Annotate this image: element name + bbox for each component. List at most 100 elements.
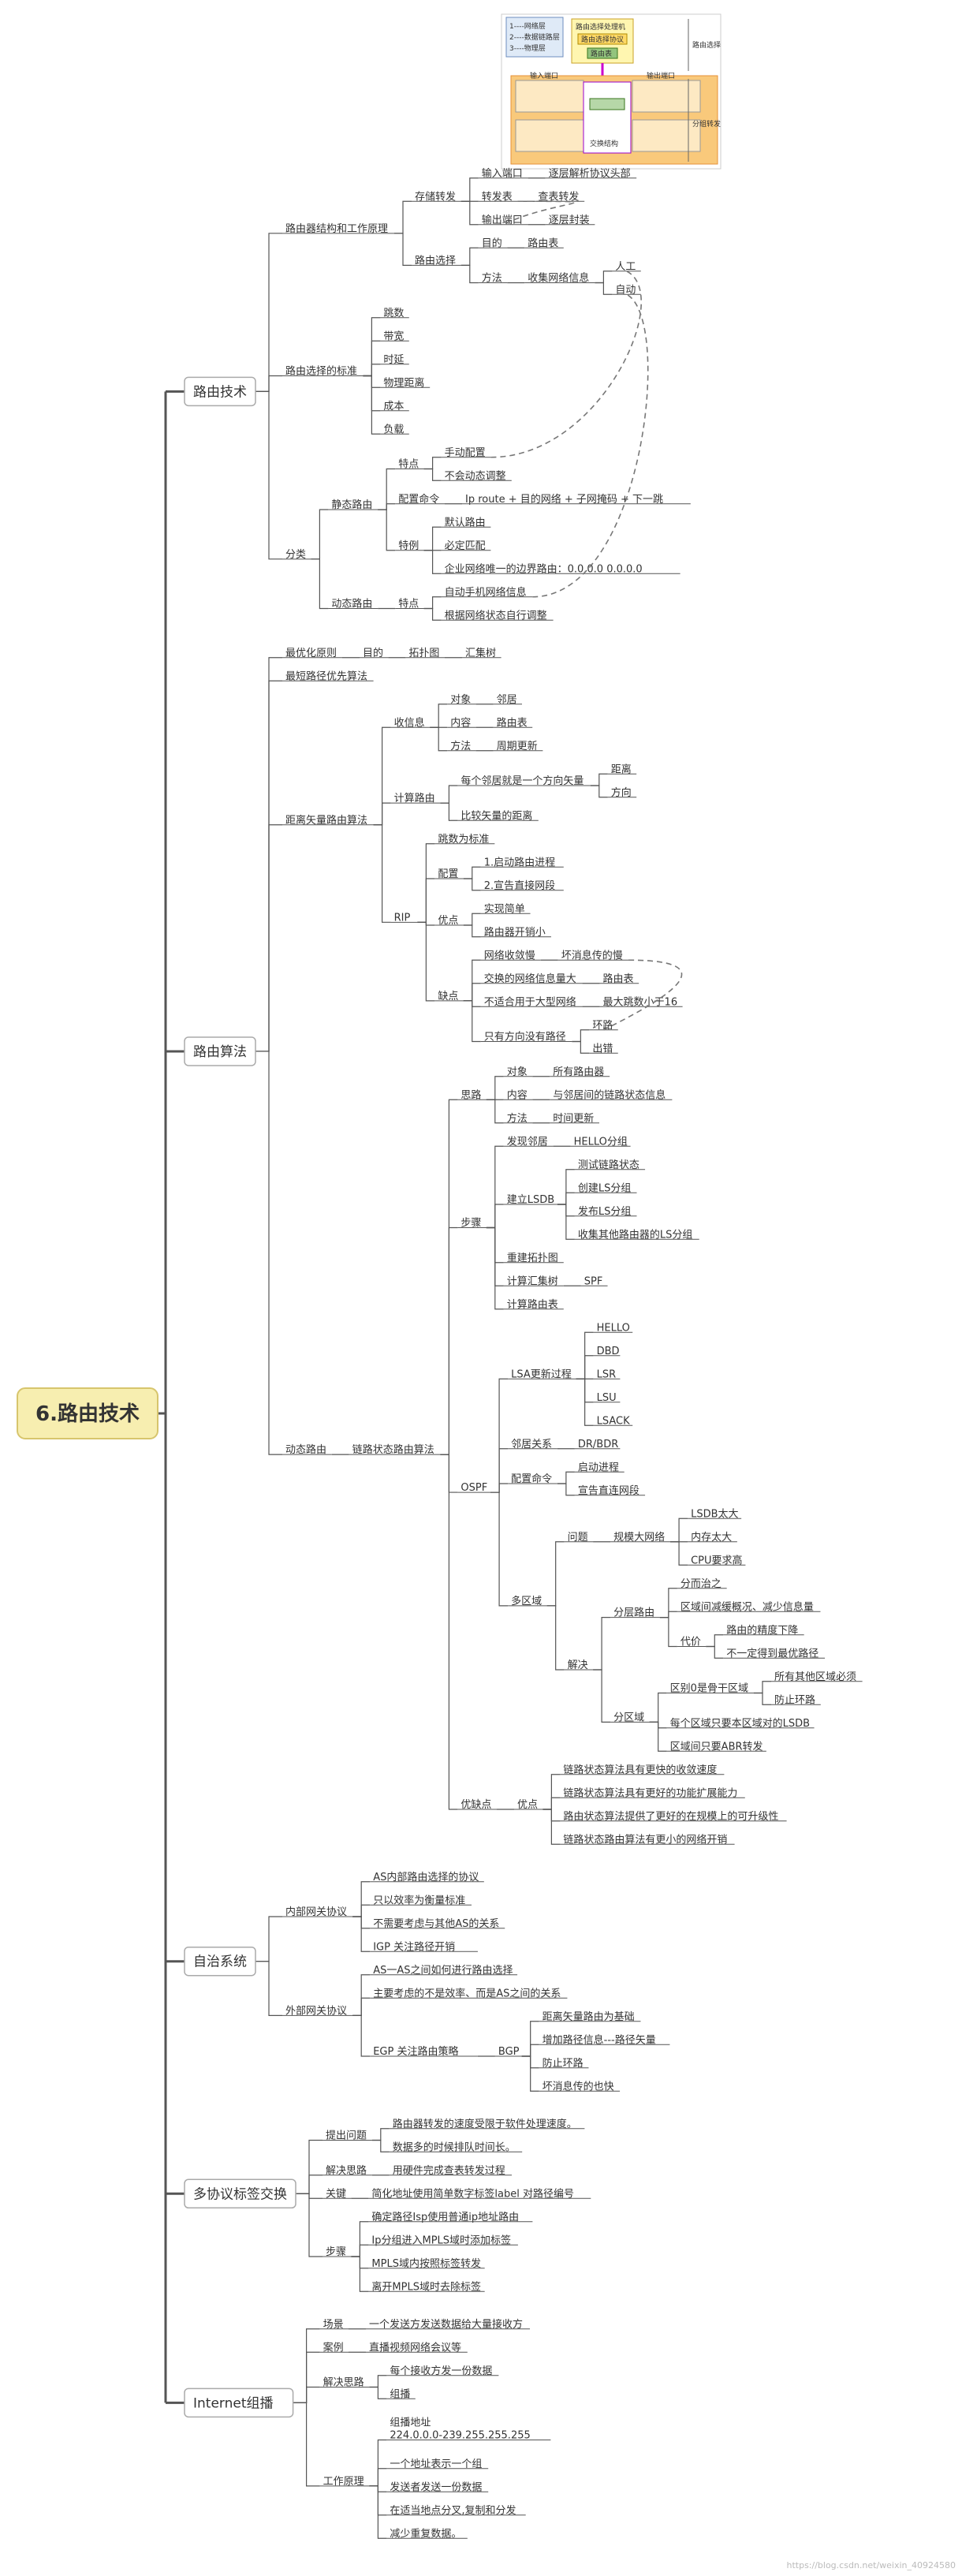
mindmap-node-label: 时延 — [383, 354, 404, 366]
mindmap-node-label: 内容 — [450, 716, 471, 729]
mindmap-node-label: 外部网关协议 — [285, 2005, 347, 2017]
branch-box-b5[interactable] — [184, 2387, 294, 2418]
mindmap-node-label: 区别0是骨干区域 — [670, 1683, 748, 1695]
mindmap-node-label: SPF — [584, 1275, 603, 1287]
mindmap-node-label: 减少重复数据。 — [390, 2527, 461, 2540]
branch-label-b2: 路由算法 — [193, 1044, 247, 1060]
mindmap-node-label: 出错 — [592, 1043, 613, 1055]
node-connector — [293, 2386, 320, 2403]
branch-label-b5: Internet组播 — [193, 2395, 274, 2411]
node-connector — [440, 802, 458, 821]
mindmap-node-label: 发现邻居 — [507, 1135, 548, 1148]
branch-label-b1: 路由技术 — [193, 384, 247, 400]
mindmap-node-label: 目的 — [363, 647, 383, 659]
mindmap-node-label: MPLS域内按照标签转发 — [371, 2257, 481, 2270]
mindmap-node-label: 分而治之 — [680, 1578, 722, 1590]
root-node — [17, 1387, 158, 1439]
mindmap-node-label: 离开MPLS域时去除标签 — [371, 2280, 481, 2293]
legend-line-2: 2----数据链路层 — [509, 32, 560, 42]
mindmap-node-label: 路由器结构和工作原理 — [285, 222, 388, 235]
mindmap-node-label: AS一AS之间如何进行路由选择 — [373, 1964, 513, 1977]
mindmap-node-label: 发送者发送一份数据 — [390, 2481, 482, 2493]
node-connector — [576, 1378, 594, 1426]
mindmap-node-label: LSACK — [597, 1415, 630, 1427]
branch-box-b1[interactable] — [184, 376, 256, 407]
node-connector — [430, 704, 448, 728]
node-connector — [352, 1904, 371, 1917]
switching-fabric-label: 交换结构 — [590, 139, 618, 148]
node-connector — [311, 558, 329, 610]
mindmap-node-label: 优缺点 — [460, 1799, 491, 1811]
node-connector — [378, 509, 396, 551]
branch-box-b4[interactable] — [184, 2178, 296, 2208]
mindmap-node-label: 链路状态算法具有更快的收敛速度 — [563, 1764, 717, 1776]
mindmap-node-label: 防止环路 — [543, 2057, 584, 2070]
node-connector — [576, 1355, 594, 1379]
mindmap-node-label: 思路 — [460, 1088, 481, 1101]
branch-box-b3[interactable] — [184, 1946, 256, 1977]
mindmap-node-label: 路由的精度下降 — [726, 1624, 798, 1637]
legend-line-1: 1----网络层 — [509, 21, 546, 31]
mindmap-node-label: 跳数 — [383, 308, 404, 319]
mindmap-node-label: 链路状态算法具有更好的功能扩展能力 — [563, 1786, 737, 1799]
mindmap-node-label: 对象 — [450, 694, 471, 706]
mindmap-node-label: 关键 — [326, 2188, 346, 2200]
mindmap-node-label: 计算路由 — [394, 792, 435, 805]
mindmap-node-label: 距离 — [611, 763, 632, 775]
node-connector — [557, 1204, 575, 1240]
mindmap-node-label: LSDB太大 — [691, 1508, 738, 1520]
mindmap-node-label: LSR — [597, 1368, 617, 1380]
mindmap-node-label: 路由表 — [497, 716, 528, 729]
mindmap-node-label: EGP 关注路由策略 — [373, 2045, 458, 2058]
node-connector — [659, 1611, 677, 1618]
node-connector — [546, 1605, 565, 1671]
node-connector — [417, 921, 435, 1002]
routing-processor-title: 路由选择处理机 — [576, 22, 625, 32]
node-connector — [255, 233, 282, 392]
mindmap-node-label: 配置命令 — [398, 493, 439, 506]
mindmap-node-label: DBD — [597, 1346, 620, 1357]
node-connector — [463, 983, 481, 1002]
routing-table-label: 路由表 — [591, 49, 612, 58]
mindmap-node-label: 场景 — [323, 2319, 344, 2331]
mindmap-node-label: 确定路径Isp使用普通ip地址路由 — [371, 2211, 519, 2223]
node-connector — [296, 2193, 323, 2257]
mindmap-node-label: 时间更新 — [553, 1112, 594, 1125]
node-connector — [543, 1797, 561, 1810]
mindmap-node-label: 数据多的时候排队时间长。 — [393, 2141, 516, 2153]
node-connector — [373, 802, 391, 826]
mindmap-node-label: 只有方向没有路径 — [484, 1031, 566, 1043]
node-connector — [463, 924, 481, 938]
node-connector — [521, 2055, 539, 2092]
mindmap-node-label: 路由选择 — [415, 254, 456, 267]
mindmap-node-label: 周期更新 — [497, 740, 538, 752]
mindmap-node-label: RIP — [394, 912, 411, 924]
mindmap-node-label: 收集网络信息 — [528, 272, 589, 285]
mindmap-node-label: 最短路径优先算法 — [285, 670, 367, 682]
mindmap-node-label: 静态路由 — [331, 498, 372, 511]
mindmap-node-label: 分区域 — [613, 1712, 644, 1723]
mindmap-node-label: 步骤 — [326, 2246, 346, 2258]
node-connector — [463, 866, 481, 879]
mindmap-node-label: 目的 — [482, 237, 502, 249]
mindmap-node-label: 网络收敛慢 — [484, 949, 535, 961]
mindmap-node-label: 一个发送方发送数据给大量接收方 — [369, 2318, 523, 2331]
mindmap-node-label: 必定匹配 — [445, 540, 486, 552]
node-connector — [754, 1692, 771, 1705]
mindmap-node-label: 不一定得到最优路径 — [726, 1647, 818, 1659]
node-connector — [255, 824, 282, 1052]
node-connector — [394, 200, 412, 234]
mindmap-node-label: 负载 — [383, 424, 404, 435]
routing-protocol-label: 路由选择协议 — [581, 35, 624, 44]
node-connector — [706, 1634, 724, 1648]
mindmap-node-label: 方法 — [507, 1112, 528, 1125]
node-connector — [423, 596, 442, 610]
mindmap-node-label: 邻居关系 — [511, 1439, 552, 1450]
branch-box-b2[interactable] — [184, 1036, 256, 1066]
mindmap-node-label: 计算路由表 — [507, 1298, 558, 1311]
node-connector — [351, 2256, 369, 2292]
packet-forward-label: 分组转发 — [692, 119, 721, 129]
mindmap-node-label: 配置 — [438, 868, 458, 880]
node-connector — [486, 1226, 504, 1310]
node-connector — [590, 785, 608, 798]
